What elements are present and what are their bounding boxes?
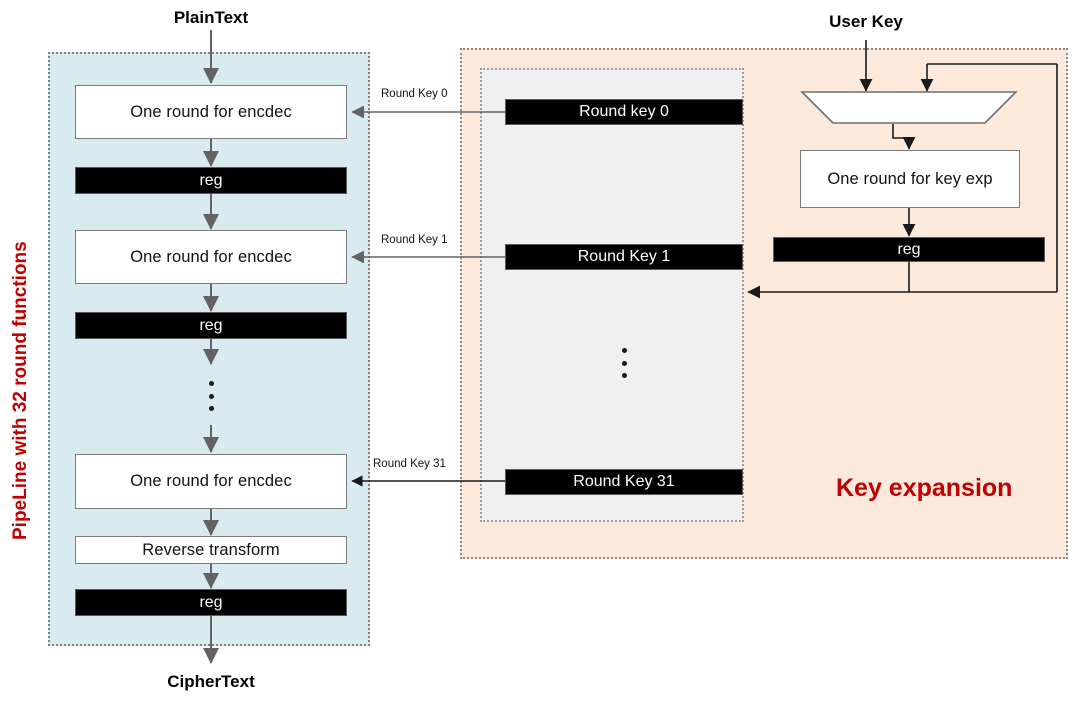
round-key-box-0-label: Round key 0 bbox=[579, 103, 669, 120]
round-key-box-31-label: Round Key 31 bbox=[573, 473, 675, 490]
key-mux-block[interactable] bbox=[802, 92, 1016, 124]
pipeline-register-1-label: reg bbox=[199, 171, 223, 189]
pipeline-ellipsis-icon bbox=[205, 381, 217, 411]
pipeline-register-2[interactable]: reg bbox=[75, 312, 347, 339]
reverse-transform-label: Reverse transform bbox=[142, 540, 280, 559]
key-exp-round-block[interactable]: One round for key exp bbox=[800, 150, 1020, 208]
round-key-box-31[interactable]: Round Key 31 bbox=[505, 469, 743, 495]
reverse-transform-block[interactable]: Reverse transform bbox=[75, 536, 347, 564]
round-keys-region bbox=[480, 68, 744, 522]
pipeline-register-3-label: reg bbox=[199, 593, 223, 611]
round-key-box-0[interactable]: Round key 0 bbox=[505, 99, 743, 125]
ciphertext-label: CipherText bbox=[167, 672, 255, 691]
pipeline-round-32[interactable]: One round for encdec bbox=[75, 454, 347, 509]
pipeline-round-1-label: One round for encdec bbox=[130, 102, 292, 121]
pipeline-round-2-label: One round for encdec bbox=[130, 247, 292, 266]
user-key-label: User Key bbox=[829, 12, 903, 31]
pipeline-side-label: PipeLine with 32 round functions bbox=[10, 241, 31, 540]
round-key-box-1[interactable]: Round Key 1 bbox=[505, 244, 743, 270]
key-exp-round-label: One round for key exp bbox=[827, 169, 993, 188]
round-keys-ellipsis-icon bbox=[618, 348, 630, 378]
plaintext-label: PlainText bbox=[173, 8, 249, 27]
wire-label-round-key-1: Round Key 1 bbox=[381, 234, 448, 246]
wire-label-round-key-0: Round Key 0 bbox=[381, 88, 448, 100]
key-expansion-title: Key expansion bbox=[836, 474, 1013, 502]
pipeline-round-32-label: One round for encdec bbox=[130, 472, 292, 490]
key-exp-register[interactable]: reg bbox=[773, 237, 1045, 262]
pipeline-register-3[interactable]: reg bbox=[75, 589, 347, 616]
round-key-box-1-label: Round Key 1 bbox=[577, 248, 671, 265]
key-exp-register-label: reg bbox=[897, 240, 921, 258]
wire-label-round-key-31: Round Key 31 bbox=[373, 458, 446, 470]
pipeline-round-1[interactable]: One round for encdec bbox=[75, 85, 347, 139]
pipeline-register-2-label: reg bbox=[199, 316, 223, 334]
pipeline-round-2[interactable]: One round for encdec bbox=[75, 230, 347, 284]
pipeline-register-1[interactable]: reg bbox=[75, 167, 347, 194]
